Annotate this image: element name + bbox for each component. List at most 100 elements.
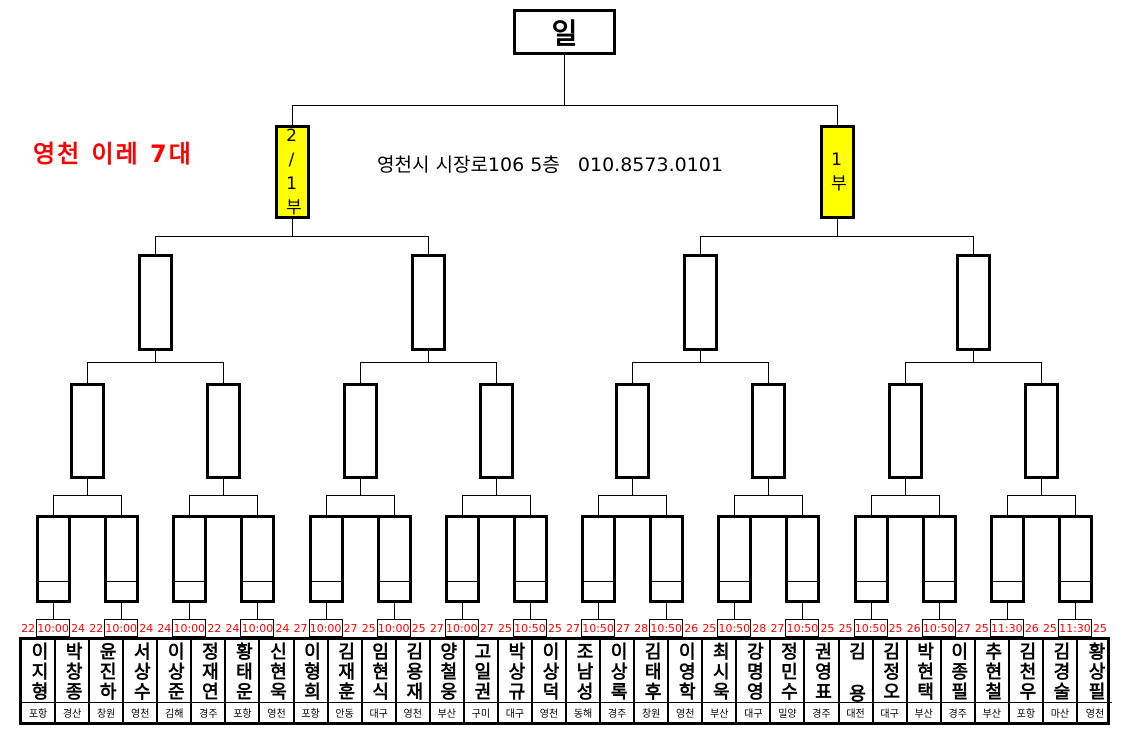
connector-line [189, 495, 191, 515]
match-left-number: 25 [361, 622, 376, 635]
connector-line [53, 495, 123, 496]
connector-line [461, 495, 531, 496]
connector-line [938, 495, 940, 515]
player-name-wrap: 강명영 [737, 642, 769, 706]
player-city: 영천 [669, 702, 702, 722]
connector-line [495, 479, 497, 495]
match-left-number: 24 [157, 622, 172, 635]
connector-line [495, 362, 497, 383]
semifinal-box [683, 254, 719, 351]
player-city: 대구 [873, 702, 906, 722]
player-city: 부산 [703, 702, 736, 722]
player-name-wrap: 김용 [840, 642, 872, 726]
round16-box [36, 515, 72, 603]
connector-line [393, 495, 395, 515]
player-name-wrap: 정재연 [192, 642, 224, 706]
connector-line [598, 495, 668, 496]
connector-line [87, 362, 89, 383]
connector-line [291, 219, 293, 236]
match-right-number: 27 [956, 622, 971, 635]
semifinal-box [410, 254, 446, 351]
connector-line [53, 495, 55, 515]
match-right-number: 24 [71, 622, 86, 635]
match-right-number: 27 [479, 622, 494, 635]
player-city: 창원 [635, 702, 668, 722]
player-name-wrap: 조남성 [567, 642, 599, 706]
score-divider [992, 581, 1022, 582]
connector-line [870, 495, 940, 496]
player-name-wrap: 정민수 [771, 642, 803, 706]
player-name-wrap: 황상필 [1078, 642, 1112, 706]
player-name-wrap: 이종필 [942, 642, 974, 706]
player-name-wrap: 황태운 [226, 642, 258, 706]
division-label: 2/1부 [281, 125, 302, 219]
player-city: 김해 [158, 702, 191, 722]
player-city: 경주 [192, 702, 225, 722]
connector-line [700, 236, 974, 237]
score-divider [107, 581, 137, 582]
player-name-wrap: 이상록 [601, 642, 633, 706]
quarterfinal-box [751, 383, 787, 479]
player-city: 부산 [907, 702, 940, 722]
player-name: 추현철 [981, 642, 1003, 702]
connector-line [325, 495, 327, 515]
match-time: 11:30 [989, 619, 1024, 637]
player-name-wrap: 최시욱 [703, 642, 735, 706]
player-name: 박현택 [913, 642, 935, 702]
match-time: 10:00 [376, 619, 411, 637]
player-name-wrap: 윤진하 [90, 642, 122, 706]
player-name-wrap: 서상수 [124, 642, 156, 706]
connector-line [427, 236, 429, 254]
player-name-wrap: 임현식 [363, 642, 395, 706]
player-city: 포항 [226, 702, 259, 722]
connector-line [870, 603, 872, 619]
match-left-number: 27 [429, 622, 444, 635]
match-left-number: 26 [906, 622, 921, 635]
player-name: 양철웅 [436, 642, 458, 702]
match-left-number: 25 [974, 622, 989, 635]
connector-line [1074, 495, 1076, 515]
player-name: 박창종 [62, 642, 84, 702]
match-time: 10:50 [785, 619, 820, 637]
connector-line [291, 105, 838, 106]
match-right-number: 25 [888, 622, 903, 635]
player-name-wrap: 추현철 [976, 642, 1008, 706]
connector-line [359, 362, 361, 383]
player-name: 박상규 [504, 642, 526, 702]
round16-join-line [989, 515, 1093, 518]
connector-line [904, 362, 906, 383]
score-divider [515, 581, 545, 582]
match-left-number: 24 [225, 622, 240, 635]
player-name: 황태운 [232, 642, 254, 702]
match-right-number: 22 [207, 622, 222, 635]
player-name-wrap: 권영표 [805, 642, 837, 706]
connector-line [836, 105, 838, 126]
connector-line [155, 351, 157, 362]
player-city: 대구 [498, 702, 531, 722]
match-time: 10:00 [444, 619, 479, 637]
player-city: 경주 [805, 702, 838, 722]
page-title: 영천 이레 7대 [33, 140, 193, 168]
connector-line [802, 603, 804, 619]
semifinal-box [955, 254, 991, 351]
match-time: 10:00 [104, 619, 139, 637]
connector-line [598, 495, 600, 515]
quarterfinal-box [342, 383, 378, 479]
connector-line [1040, 479, 1042, 495]
connector-line [1006, 495, 1076, 496]
player-city: 대구 [362, 702, 395, 722]
player-city: 포항 [22, 702, 55, 722]
player-name-wrap: 이영학 [669, 642, 701, 706]
player-name-wrap: 박현택 [908, 642, 940, 706]
connector-line [53, 603, 55, 619]
player-name-wrap: 김용재 [397, 642, 429, 706]
player-name: 김태후 [641, 642, 663, 702]
